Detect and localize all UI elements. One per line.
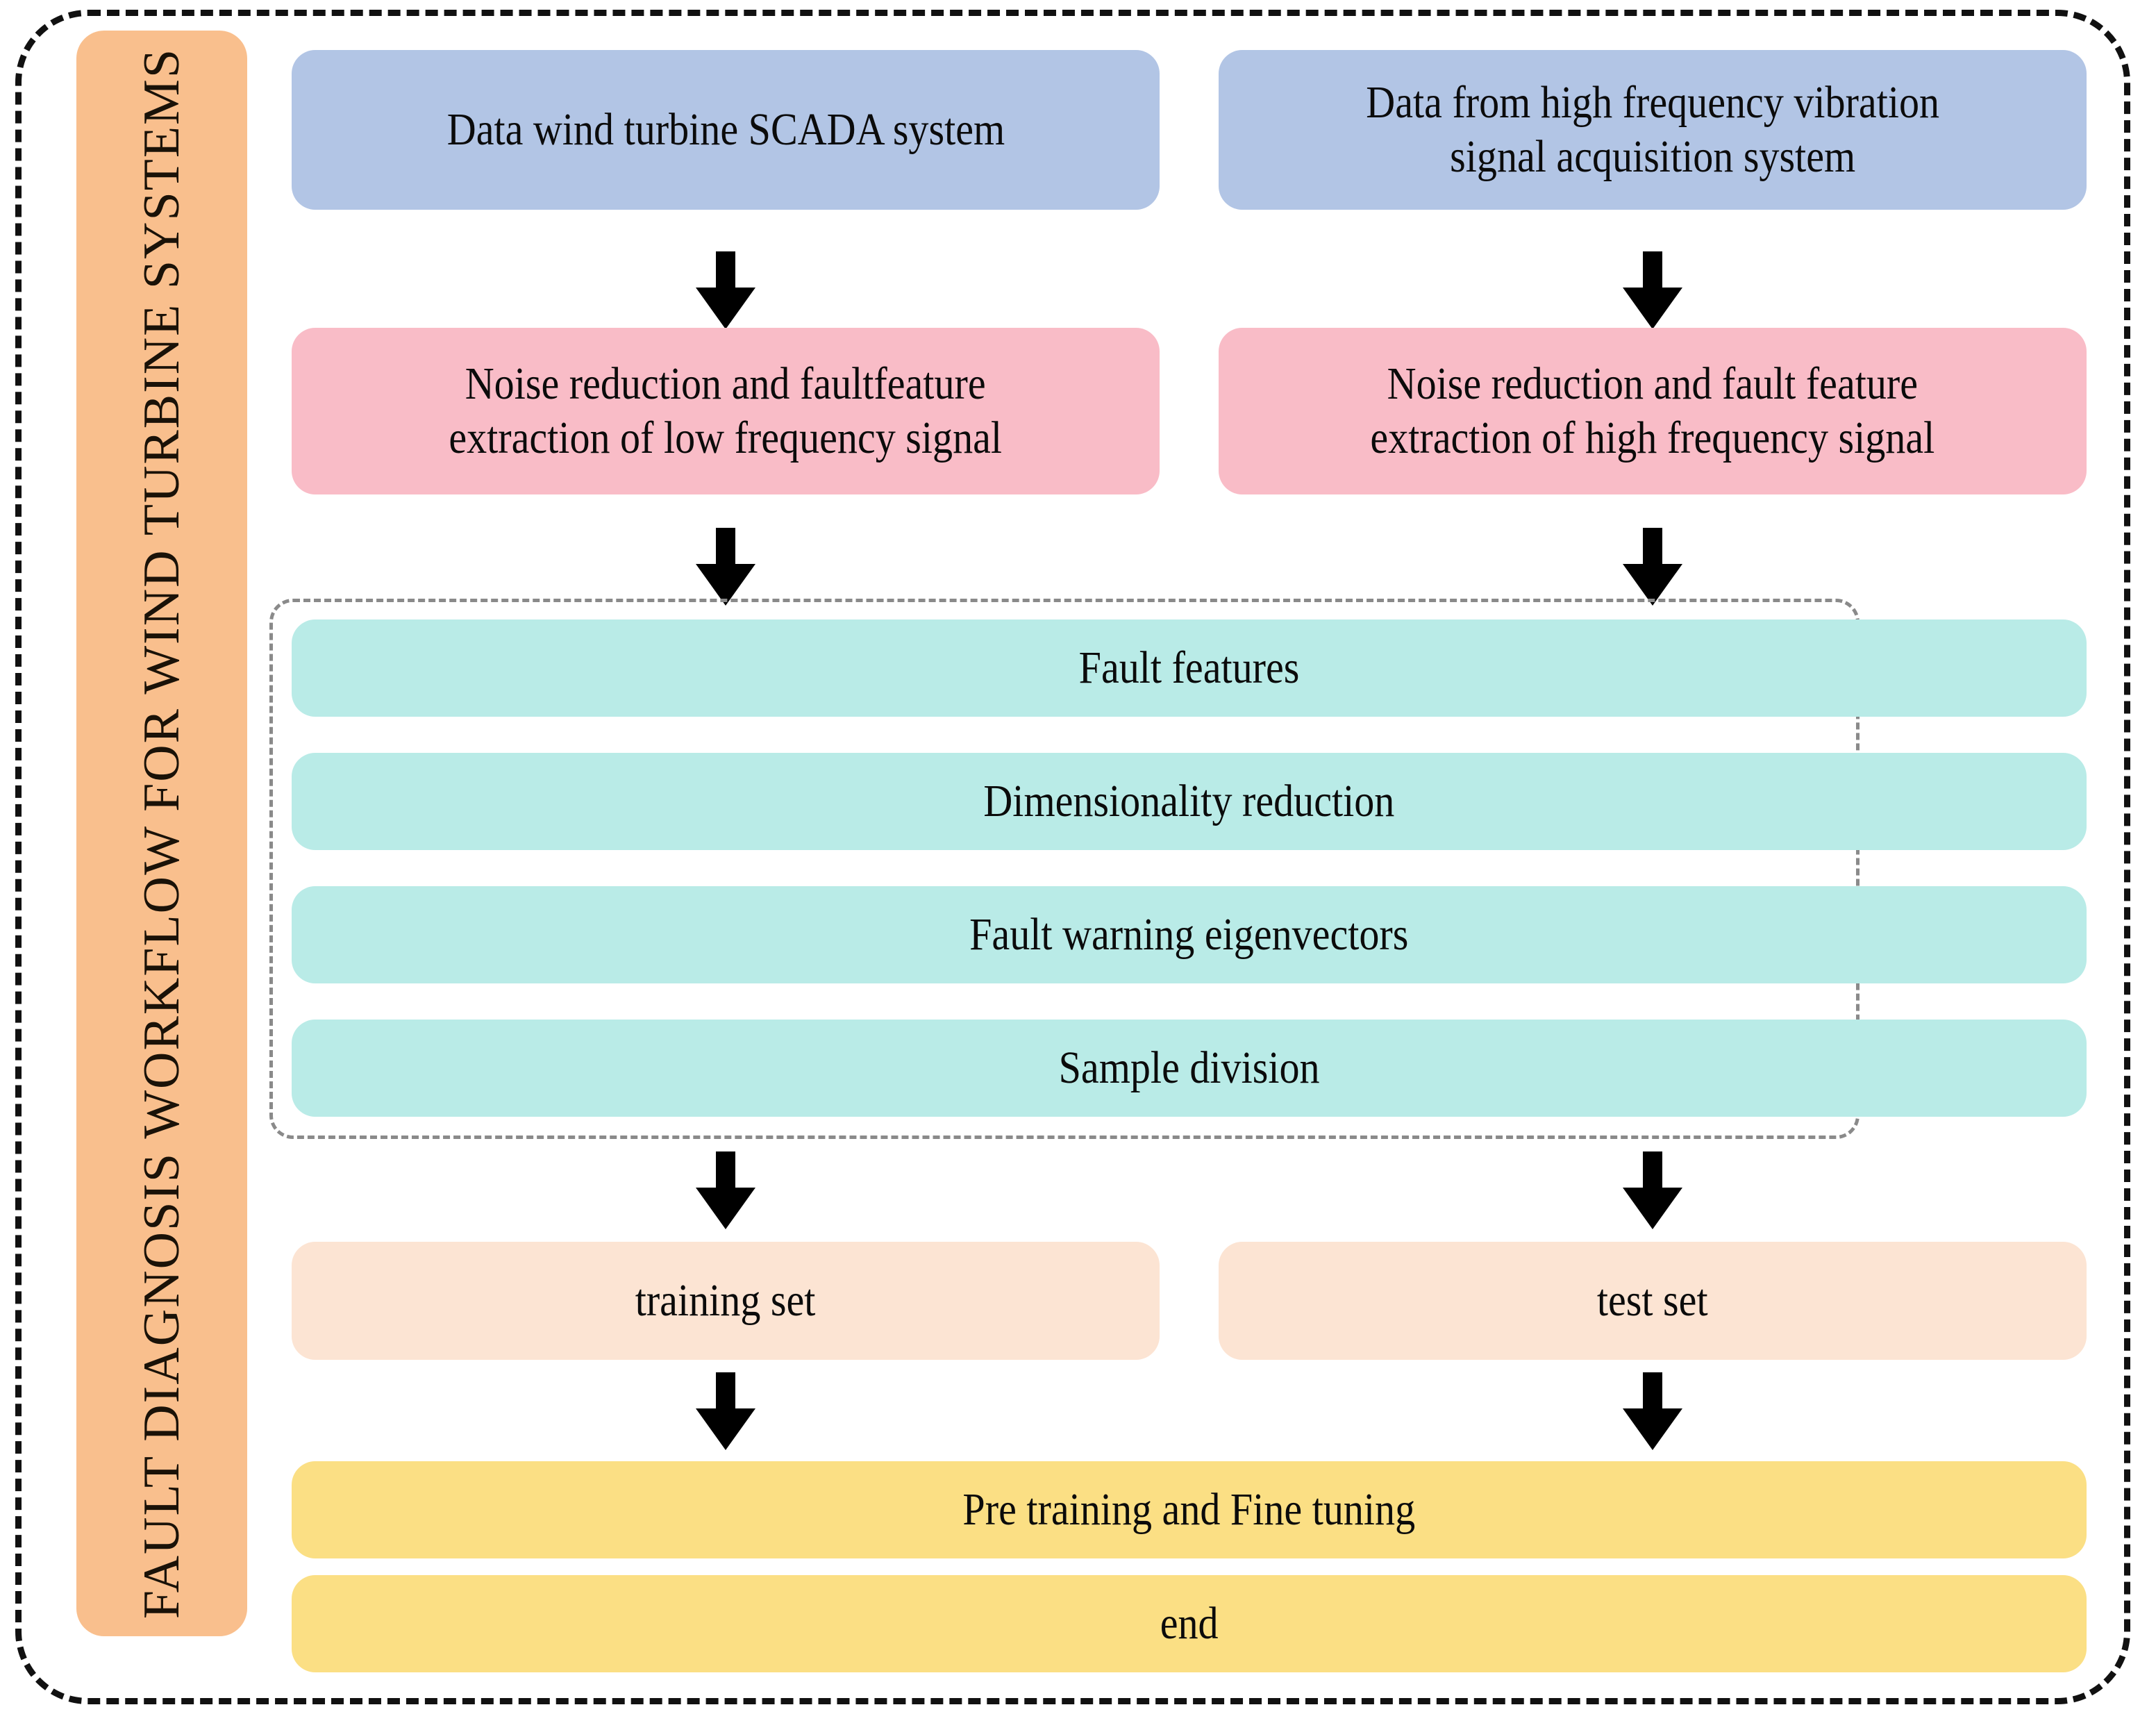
node-data-source-vibration[interactable]: Data from high frequency vibration signa… [1219,50,2087,210]
outer-dashed-container [15,10,2130,1704]
node-label: Sample division [1058,1042,1320,1094]
node-fault-features[interactable]: Fault features [292,619,2087,717]
node-label: Fault features [1078,642,1300,694]
node-label: Data wind turbine SCADA system [446,104,1005,156]
node-label: end [1160,1598,1219,1649]
arrow-vibration-to-denoise [1623,251,1682,329]
node-end[interactable]: end [292,1575,2087,1672]
arrow-denoise-low-to-features [696,528,755,606]
arrow-features-to-training-set [696,1151,755,1229]
node-test-set[interactable]: test set [1219,1242,2087,1360]
workflow-title-bar: FAULT DIAGNOSIS WORKFLOW FOR WIND TURBIN… [76,31,247,1636]
node-label: training set [635,1275,816,1326]
node-dimensionality-reduction[interactable]: Dimensionality reduction [292,753,2087,850]
arrow-denoise-high-to-features [1623,528,1682,606]
node-denoise-high-frequency[interactable]: Noise reduction and fault feature extrac… [1219,328,2087,494]
node-fault-warning-eigenvectors[interactable]: Fault warning eigenvectors [292,886,2087,983]
workflow-title-text: FAULT DIAGNOSIS WORKFLOW FOR WIND TURBIN… [133,47,190,1620]
node-label: test set [1597,1275,1708,1326]
node-label: Noise reduction and faultfeature extract… [449,358,1003,463]
arrow-scada-to-denoise [696,251,755,329]
arrow-test-set-to-pretraining [1623,1372,1682,1450]
node-label: Fault warning eigenvectors [969,909,1409,960]
node-denoise-low-frequency[interactable]: Noise reduction and faultfeature extract… [292,328,1160,494]
node-label: Pre training and Fine tuning [962,1484,1416,1536]
node-label: Data from high frequency vibration signa… [1366,77,1939,182]
arrow-training-set-to-pretraining [696,1372,755,1450]
arrow-features-to-test-set [1623,1151,1682,1229]
node-label: Noise reduction and fault feature extrac… [1370,358,1935,463]
node-pre-training-fine-tuning[interactable]: Pre training and Fine tuning [292,1461,2087,1558]
feature-processing-group [269,599,1860,1139]
node-training-set[interactable]: training set [292,1242,1160,1360]
node-data-source-scada[interactable]: Data wind turbine SCADA system [292,50,1160,210]
node-label: Dimensionality reduction [983,776,1395,827]
node-sample-division[interactable]: Sample division [292,1020,2087,1117]
